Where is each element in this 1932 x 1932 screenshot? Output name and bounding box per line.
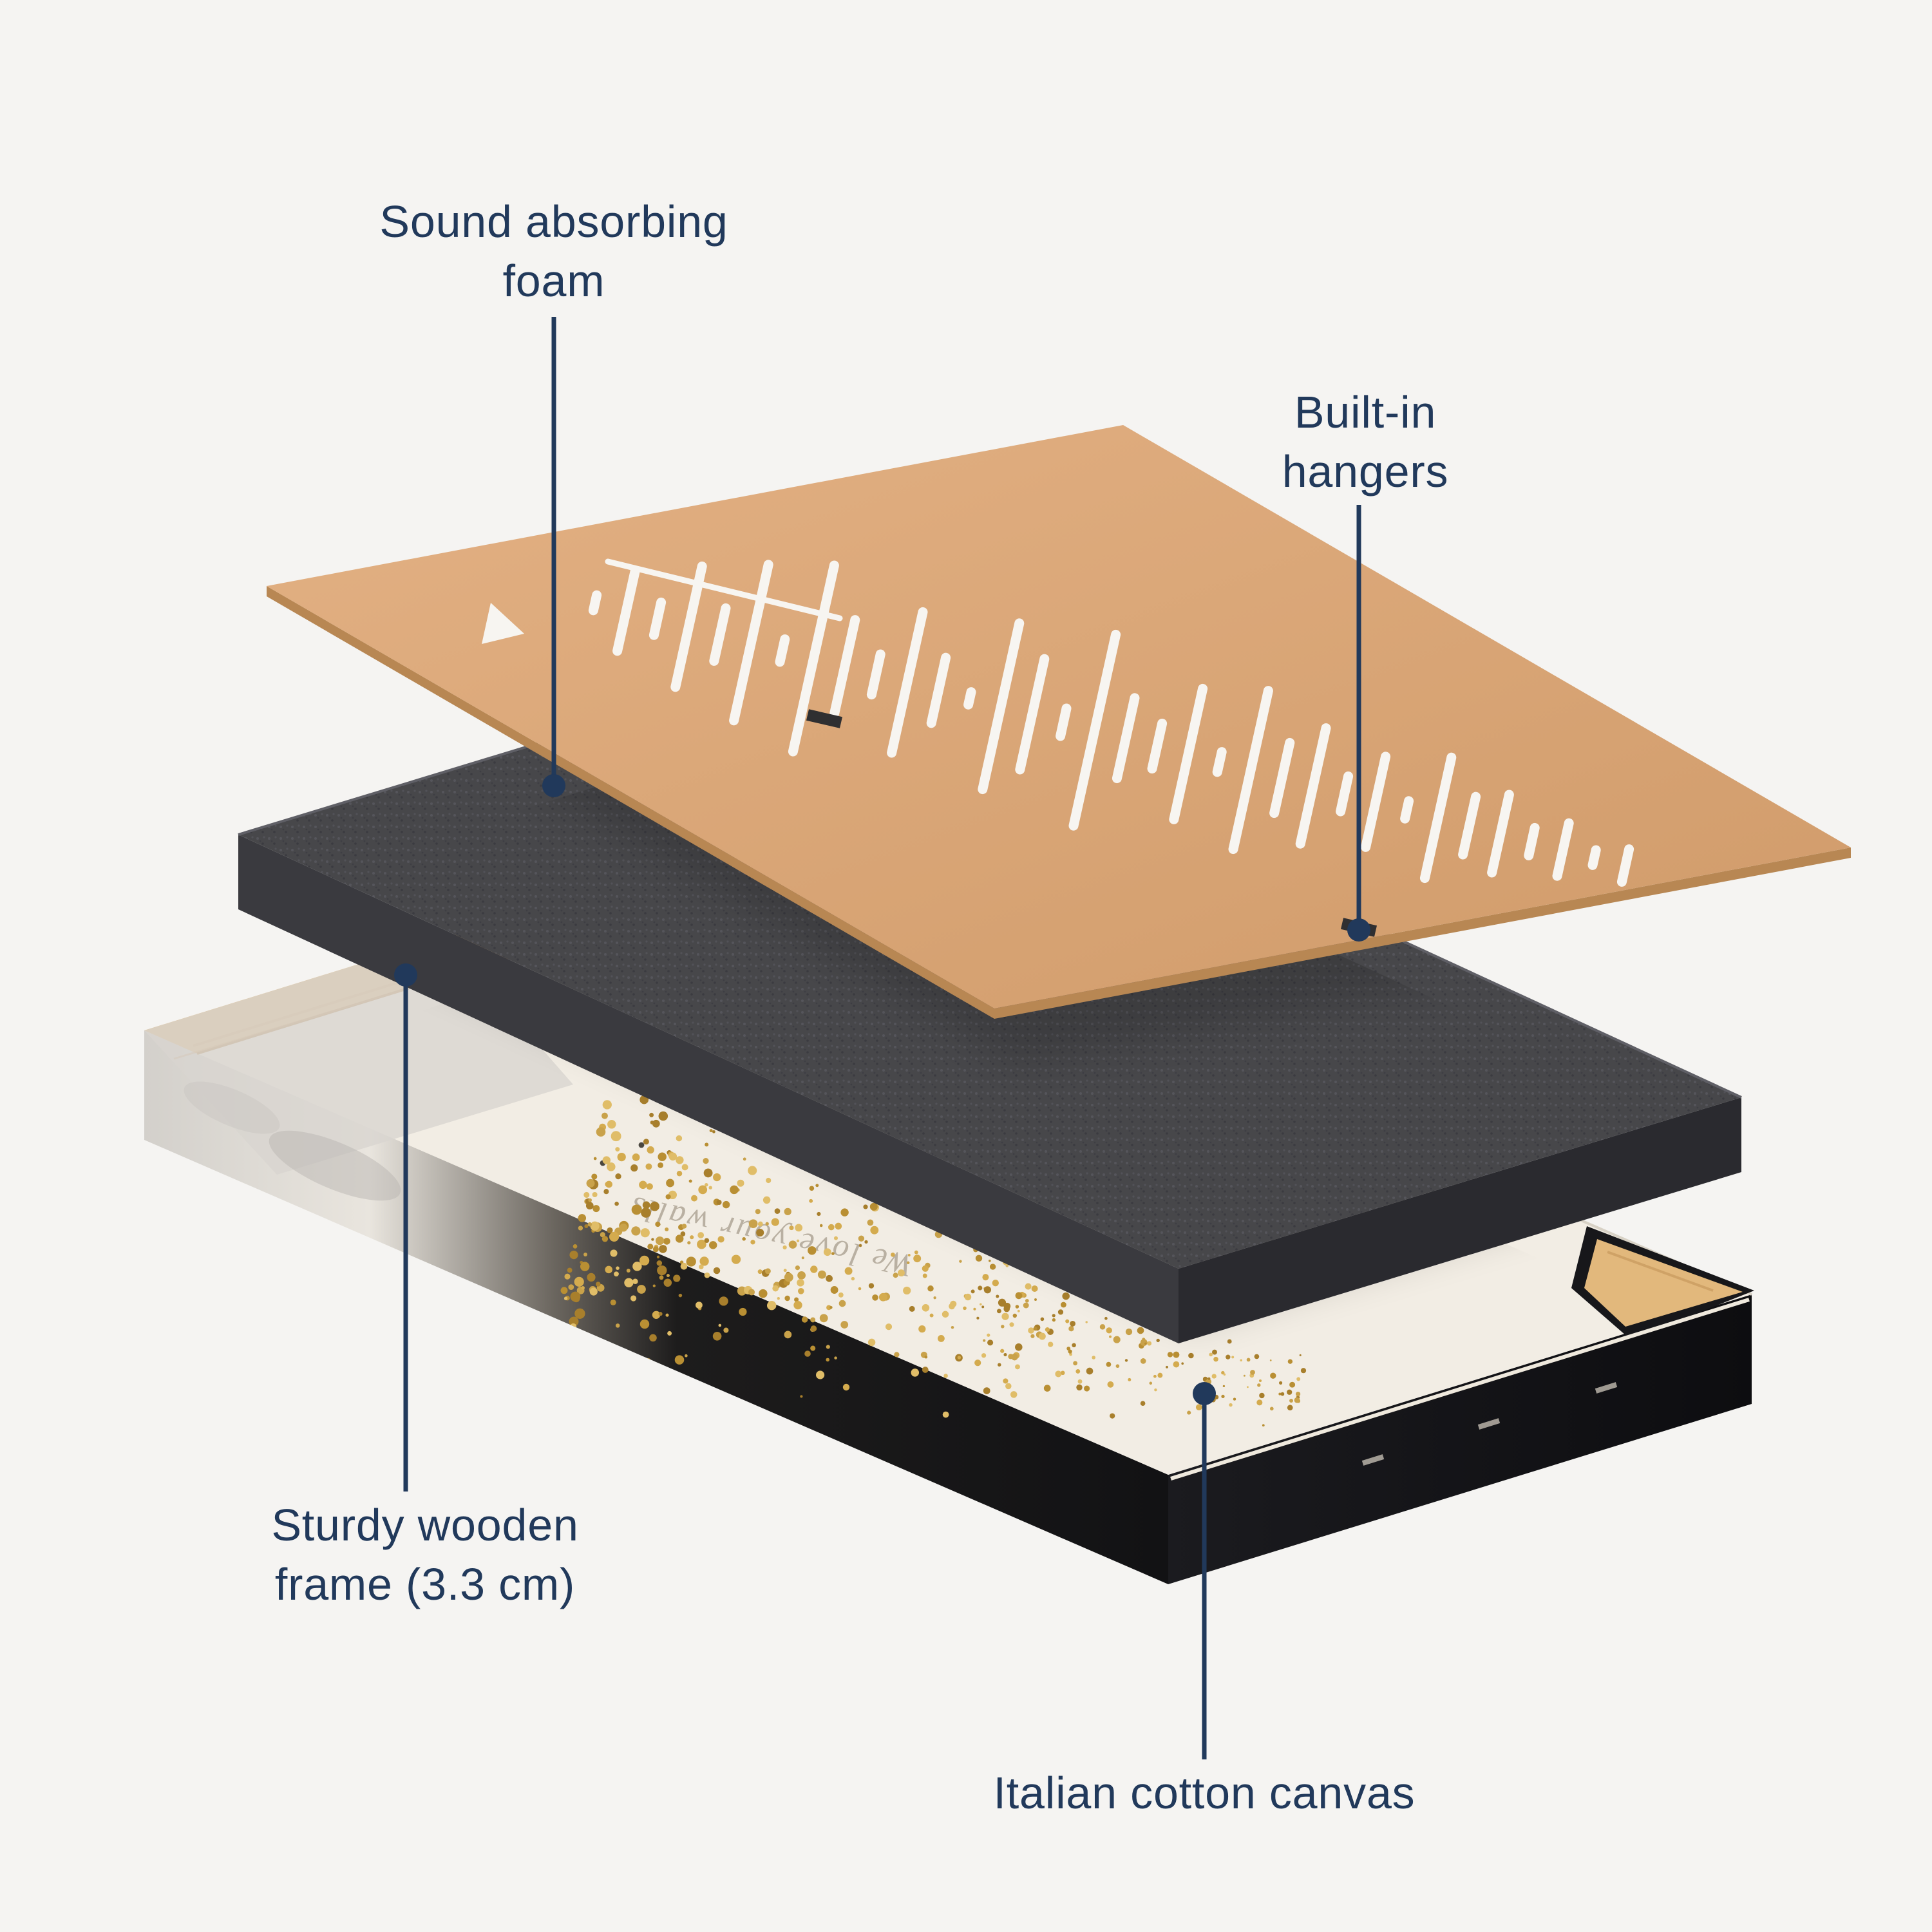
print-flecks <box>600 1142 645 1166</box>
callout-dot-frame <box>394 963 417 987</box>
callout-pointers <box>394 317 1370 1759</box>
callout-dot-foam <box>542 774 565 797</box>
board-layer <box>267 425 1851 1019</box>
label-sturdy-wooden-frame: Sturdy wooden frame (3.3 cm) <box>129 1497 721 1614</box>
foam-left-face <box>238 835 1179 1343</box>
label-line: foam <box>502 256 605 306</box>
label-line: Sound absorbing <box>379 197 728 247</box>
corner-wood <box>1571 1226 1754 1340</box>
label-line: frame (3.3 cm) <box>274 1559 576 1609</box>
side-staples <box>1361 1382 1618 1466</box>
label-sound-absorbing-foam: Sound absorbing foam <box>258 193 850 310</box>
label-line: Sturdy wooden <box>271 1501 579 1551</box>
canvas-right-face <box>1168 1294 1752 1584</box>
label-line: hangers <box>1282 446 1449 497</box>
canvas-fold-highlight <box>1170 1298 1750 1481</box>
callout-dot-canvas <box>1193 1382 1216 1405</box>
board-top-face <box>267 425 1851 1009</box>
hanger-slot <box>806 709 843 728</box>
play-triangle-cutout <box>482 603 524 644</box>
soundwave-slots <box>588 560 1634 887</box>
canvas-left-face <box>144 1030 1168 1584</box>
foam-right-face <box>1179 1097 1741 1343</box>
callout-dot-hangers <box>1347 918 1370 942</box>
label-built-in-hangers: Built-in hangers <box>1069 384 1662 501</box>
label-line: Built-in <box>1294 388 1437 438</box>
label-line: Italian cotton canvas <box>993 1768 1416 1819</box>
thin-slot <box>605 558 843 621</box>
label-italian-cotton-canvas: Italian cotton canvas <box>908 1765 1501 1823</box>
